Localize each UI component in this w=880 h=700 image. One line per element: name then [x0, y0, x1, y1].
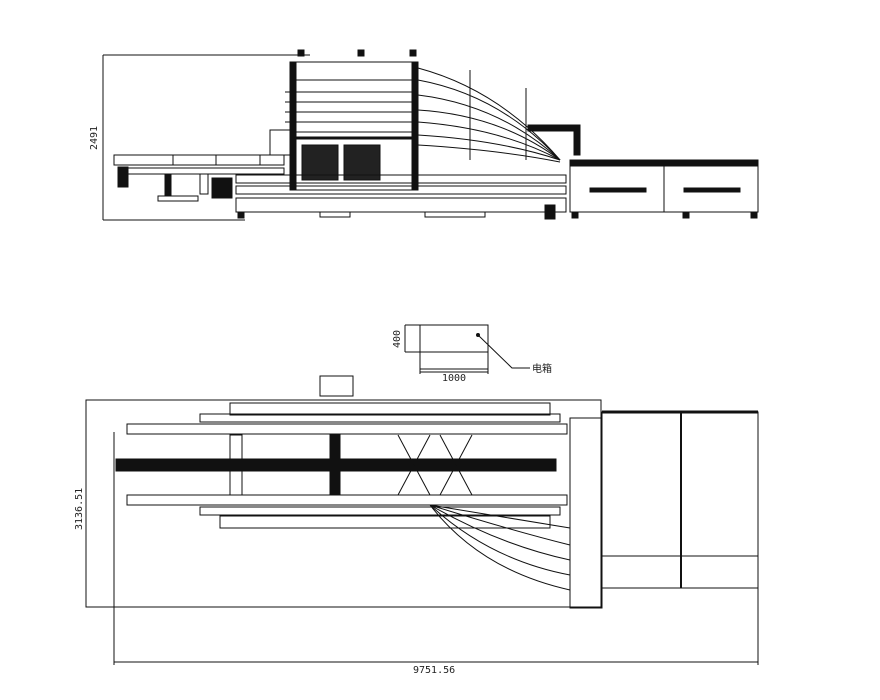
plan-width-dimension-label: 3136.51	[74, 488, 85, 530]
cabinet-depth-label: 400	[392, 330, 403, 348]
plan-view	[85, 375, 759, 665]
overall-length-dimension-label: 9751.56	[413, 665, 455, 676]
height-dimension-label: 2491	[89, 126, 100, 150]
electric-cabinet	[404, 324, 530, 374]
side-elevation-view	[102, 49, 759, 221]
cabinet-width-label: 1000	[442, 373, 466, 384]
electric-cabinet-label: 电箱	[532, 362, 552, 375]
